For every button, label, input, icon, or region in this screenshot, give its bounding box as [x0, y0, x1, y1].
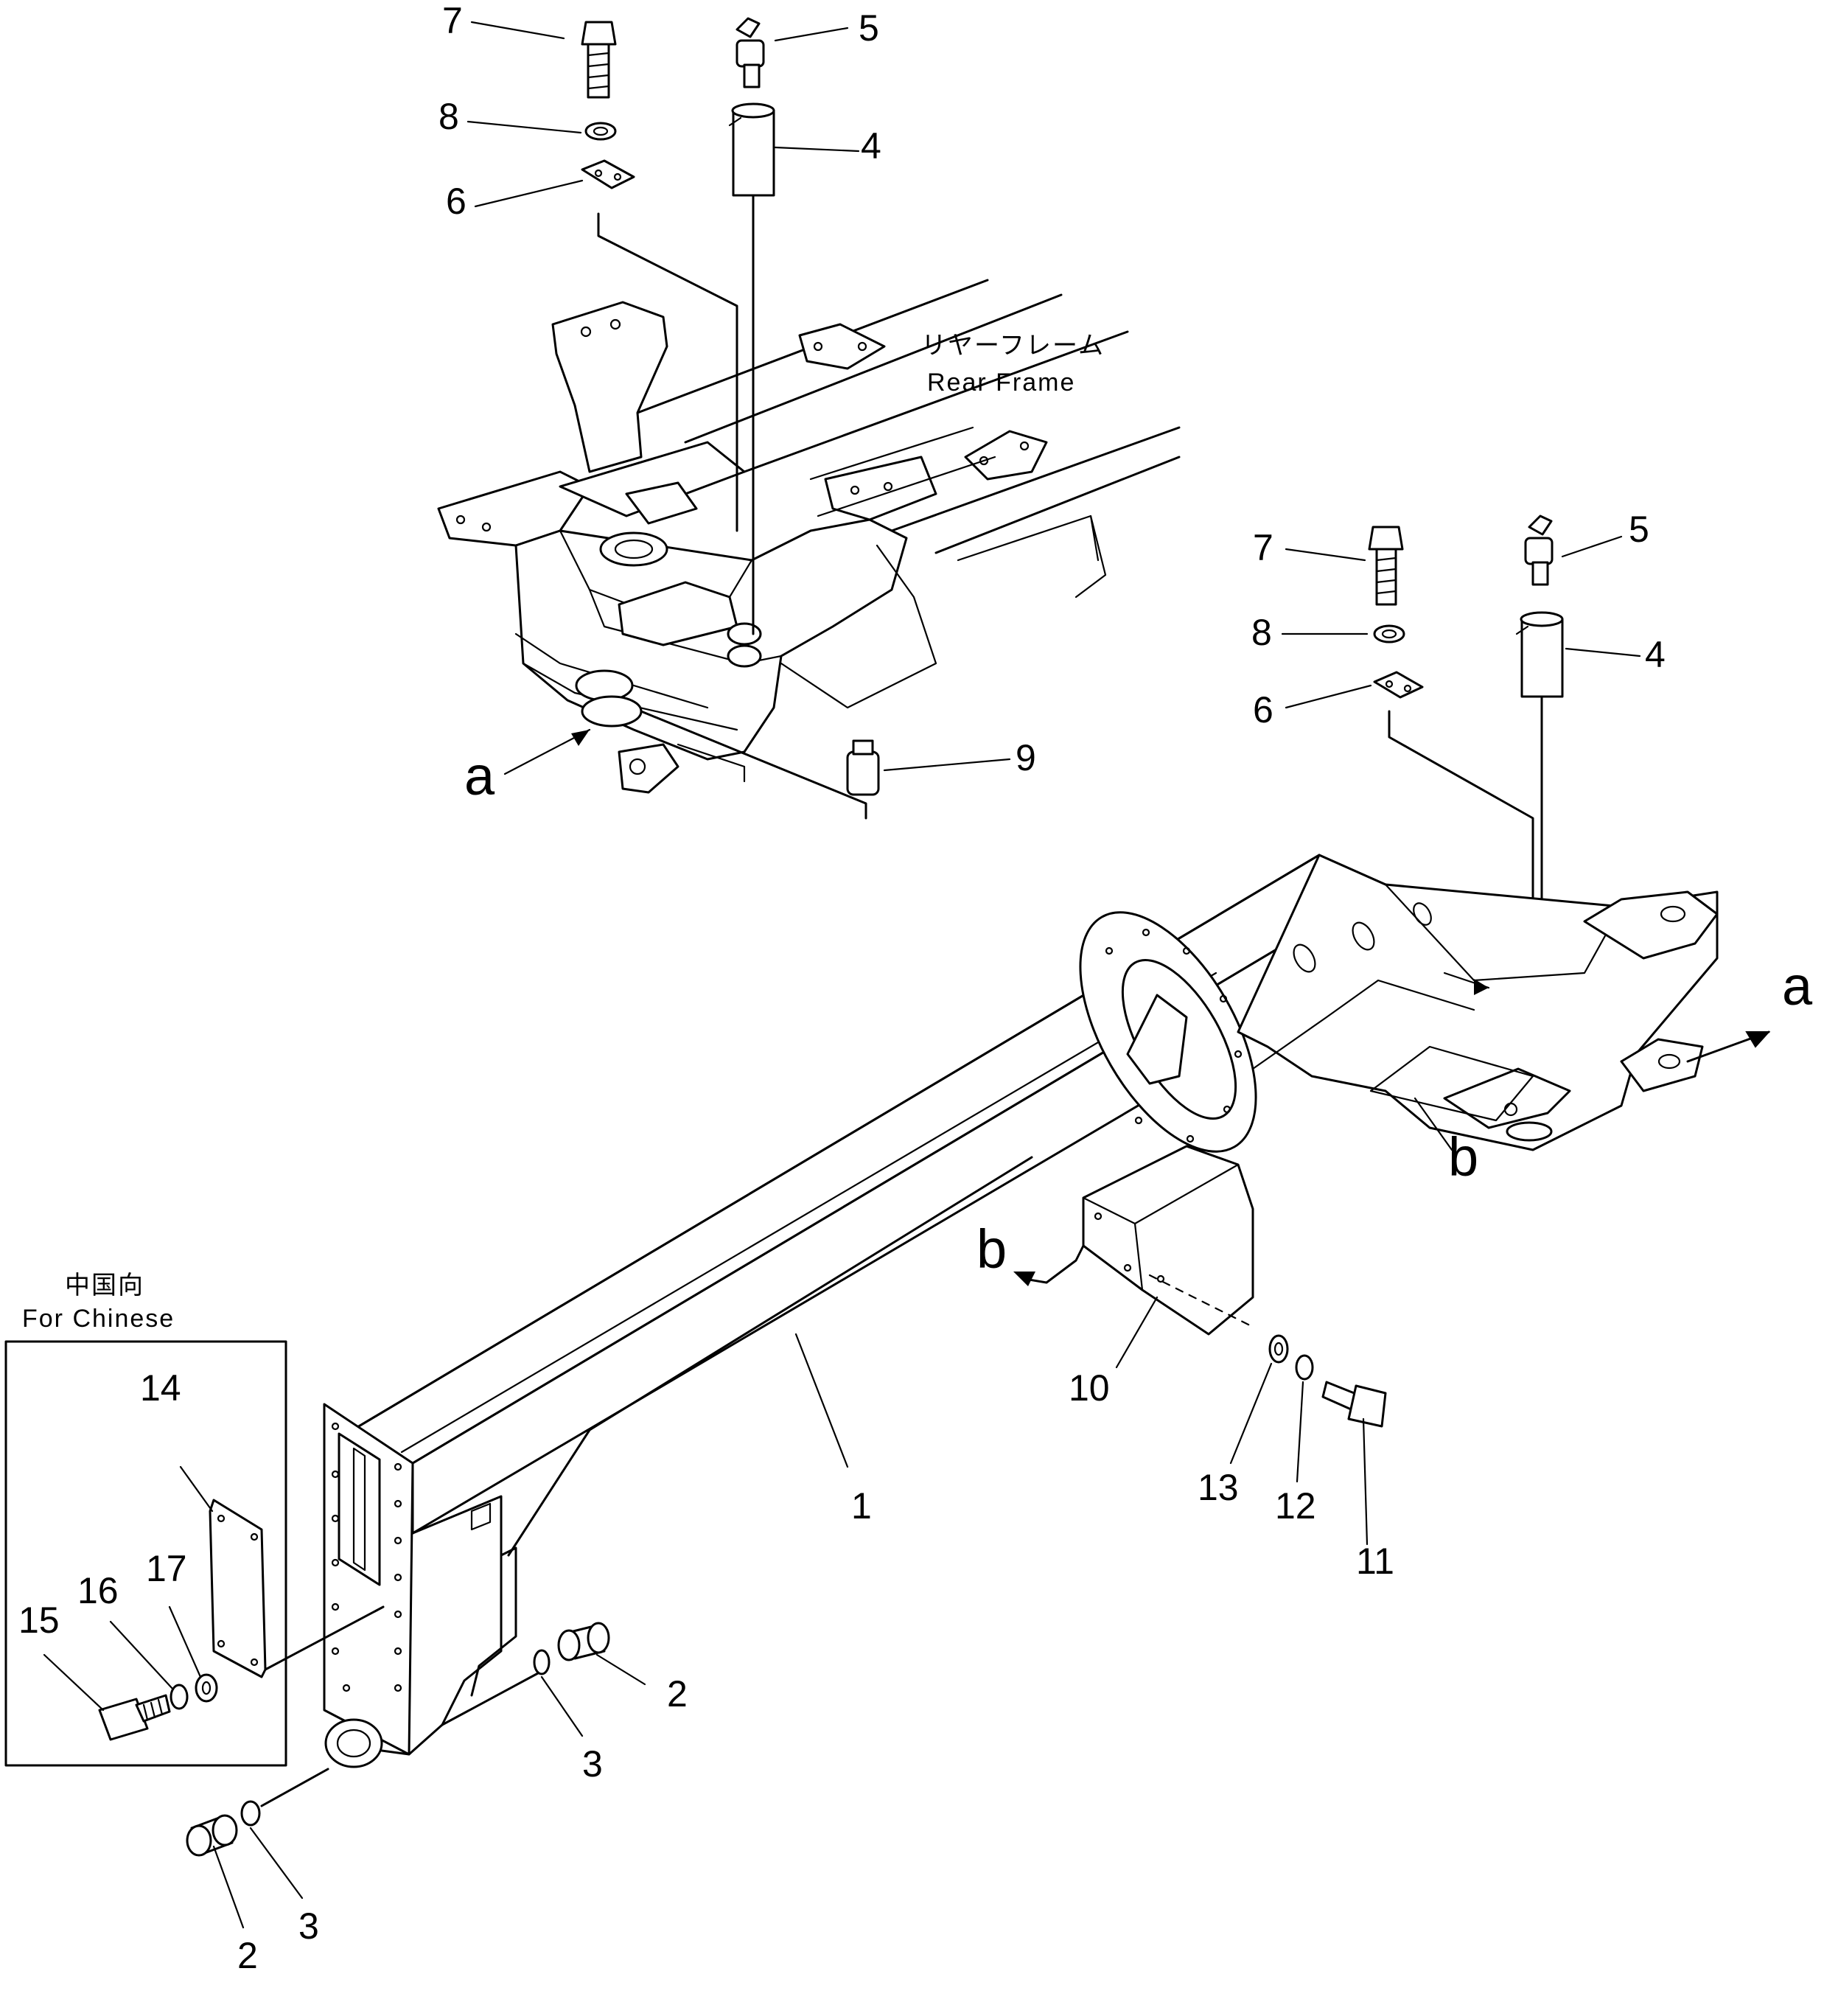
leader-lines — [43, 21, 1641, 1929]
callout-6-right: 6 — [1253, 689, 1273, 730]
callout-1: 1 — [851, 1485, 872, 1527]
view-letter-a-right: a — [1782, 955, 1813, 1016]
view-letter-b-cover: b — [976, 1218, 1007, 1280]
callout-9: 9 — [1016, 737, 1036, 778]
bushings-lower — [186, 1622, 610, 1857]
cover-assembly — [1013, 1145, 1387, 1428]
flange-holes — [1105, 928, 1243, 1143]
callout-4-right: 4 — [1645, 634, 1666, 675]
view-letter-a-upper: a — [464, 745, 495, 806]
callout-15: 15 — [18, 1600, 60, 1641]
for-chinese-inset — [4, 1340, 385, 1767]
view-letter-b-right: b — [1448, 1126, 1478, 1187]
caption-rear-frame-jp: リヤーフレーム — [921, 332, 1105, 360]
callout-7-right: 7 — [1253, 527, 1273, 568]
callout-3-left: 3 — [298, 1905, 319, 1947]
callout-17: 17 — [146, 1548, 187, 1589]
upper-pin-stack — [581, 17, 880, 820]
callout-5-top: 5 — [859, 7, 879, 49]
callout-12: 12 — [1275, 1485, 1316, 1527]
callout-8-top: 8 — [438, 96, 459, 137]
caption-rear-frame-en: Rear Frame — [927, 369, 1075, 397]
callout-6-top: 6 — [446, 181, 467, 222]
caption-for-chinese-jp: 中国向 — [65, 1272, 144, 1300]
callout-7-top: 7 — [442, 0, 463, 41]
callout-2-left: 2 — [237, 1935, 258, 1976]
rear-frame-assembly — [437, 279, 1181, 794]
callout-2-right: 2 — [667, 1673, 688, 1715]
main-beam-assembly — [323, 854, 1771, 1768]
caption-for-chinese-en: For Chinese — [22, 1305, 175, 1333]
callout-14: 14 — [140, 1367, 181, 1409]
callout-8-right: 8 — [1251, 612, 1272, 653]
callout-5-right: 5 — [1629, 509, 1649, 550]
callout-11: 11 — [1356, 1541, 1394, 1582]
callout-13: 13 — [1198, 1467, 1239, 1508]
end-plate-holes — [331, 1422, 402, 1692]
right-pin-stack — [1368, 515, 1564, 1092]
callout-10: 10 — [1069, 1367, 1110, 1409]
callout-3-right: 3 — [582, 1743, 603, 1785]
labels: リヤーフレーム Rear Frame 中国向 For Chinese a a b… — [18, 0, 1813, 1976]
callout-16: 16 — [77, 1570, 119, 1611]
callout-4-top: 4 — [861, 125, 881, 167]
